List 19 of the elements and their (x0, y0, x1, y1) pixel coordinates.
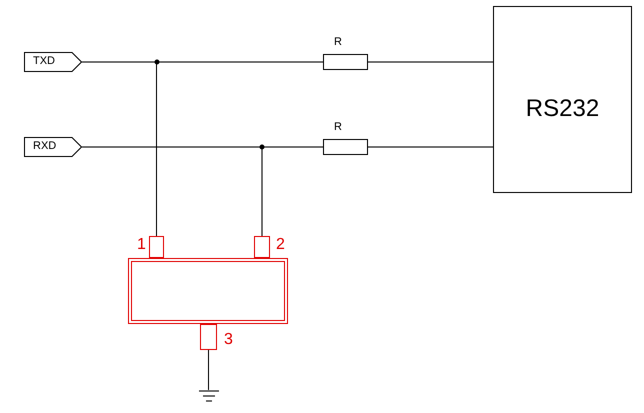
pin-number: 1 (137, 236, 146, 254)
signal-name: TXD (33, 55, 55, 67)
wire (368, 146, 494, 148)
resistor-label: R (334, 36, 342, 48)
resistor-symbol (323, 139, 368, 155)
pin-pad (200, 324, 217, 350)
signal-name: RXD (33, 140, 56, 152)
chip-body (128, 258, 288, 324)
pin-number: 2 (276, 236, 285, 254)
wire (208, 350, 209, 390)
port-label (24, 137, 82, 157)
resistor-label: R (334, 121, 342, 133)
pin-pad (254, 236, 270, 258)
pin-number: 3 (224, 331, 233, 349)
port-label (24, 52, 82, 72)
resistor-symbol (323, 54, 368, 70)
block-title: RS232 (524, 95, 600, 123)
rs232-block (493, 6, 632, 193)
pin-pad (149, 236, 164, 258)
